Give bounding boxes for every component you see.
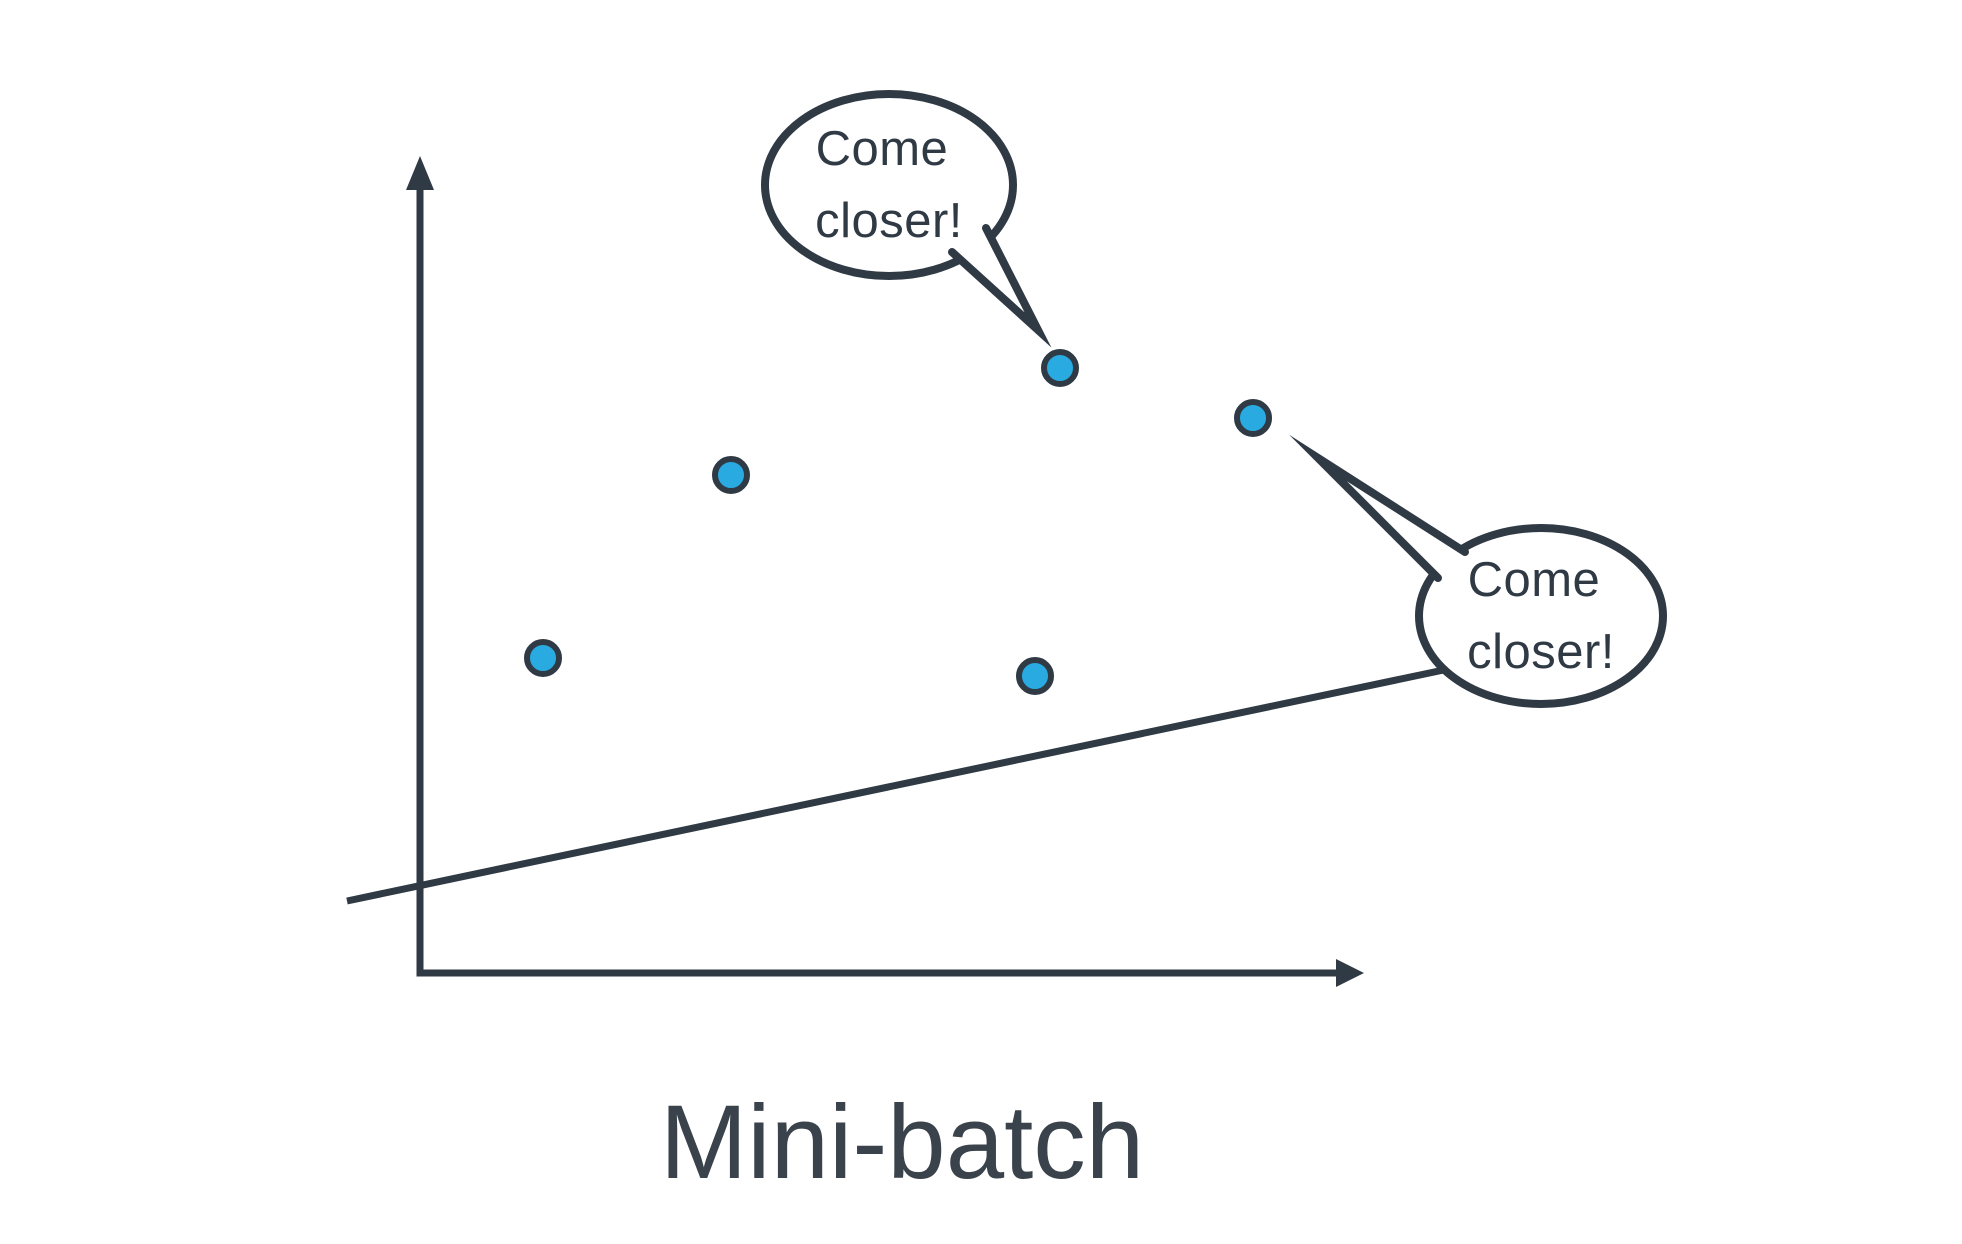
bubble-text-line1: Come [816, 122, 949, 176]
data-point [1234, 399, 1272, 437]
bubble-tail [948, 224, 1052, 348]
bubble-text: Come closer! [815, 122, 963, 248]
figure-title: Mini-batch [660, 1084, 1144, 1201]
y-axis-arrow-icon [406, 156, 434, 190]
data-point [524, 639, 562, 677]
data-point [1016, 657, 1054, 695]
data-point [712, 456, 750, 494]
speech-bubble-top: Come closer! [761, 90, 1052, 348]
bubble-tail [1289, 434, 1469, 582]
speech-bubble-right: Come closer! [1289, 434, 1667, 708]
regression-line [346, 663, 1459, 905]
bubble-text-line2: closer! [1467, 625, 1615, 679]
axis-lines [416, 186, 1338, 977]
bubble-text-line1: Come [1468, 553, 1601, 607]
x-axis-arrow-icon [1336, 959, 1364, 987]
bubble-outline [761, 90, 1017, 280]
data-point [1041, 349, 1079, 387]
bubble-outline [1415, 524, 1667, 708]
bubble-text: Come closer! [1467, 553, 1615, 679]
data-points [524, 349, 1272, 695]
axes [406, 156, 1364, 987]
bubble-text-line2: closer! [815, 194, 963, 248]
